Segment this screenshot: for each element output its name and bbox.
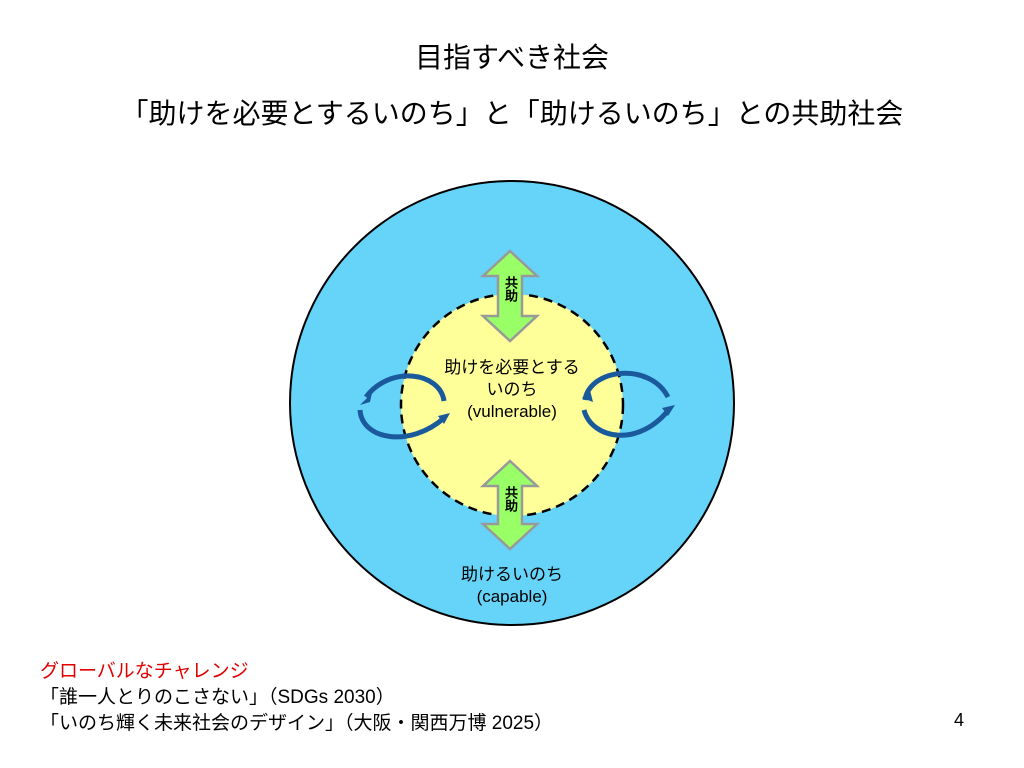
cycle-arrowhead xyxy=(662,405,675,416)
inner-label: 助けを必要とする いのち (vulnerable) xyxy=(412,357,612,423)
outer-label-line1: 助けるいのち xyxy=(461,565,563,584)
inner-label-line1: 助けを必要とする xyxy=(444,358,580,377)
inner-circle-vulnerable xyxy=(399,292,625,518)
inner-label-line3: (vulnerable) xyxy=(467,402,557,421)
footer-line1: 「誰一人とりのこさない」（SDGs 2030） xyxy=(40,687,395,708)
mutual-aid-arrow-bottom xyxy=(479,459,541,551)
slide-subtitle: 「助けを必要とするいのち」と「助けるいのち」との共助社会 xyxy=(120,98,904,129)
outer-label-line2: (capable) xyxy=(476,587,548,606)
cycle-arrowhead xyxy=(582,390,593,402)
cycle-arrows-left xyxy=(357,373,447,440)
cycle-arrowhead xyxy=(438,413,450,424)
mutual-aid-label-bottom: 共助 xyxy=(503,486,518,512)
footer-line2: 「いのち輝く未来社会のデザイン」（大阪・関西万博 2025） xyxy=(40,713,554,734)
page-number: 4 xyxy=(954,710,965,730)
cycle-arrows-right xyxy=(581,370,672,438)
mutual-aid-arrow-top xyxy=(479,249,541,343)
cycle-arrowhead xyxy=(360,393,372,405)
mutual-aid-label-top: 共助 xyxy=(503,276,518,302)
slide-title: 目指すべき社会 xyxy=(414,42,610,73)
inner-label-line2: いのち xyxy=(486,380,538,399)
outer-label: 助けるいのち (capable) xyxy=(412,564,612,608)
footer-heading: グローバルなチャレンジ xyxy=(40,661,249,682)
